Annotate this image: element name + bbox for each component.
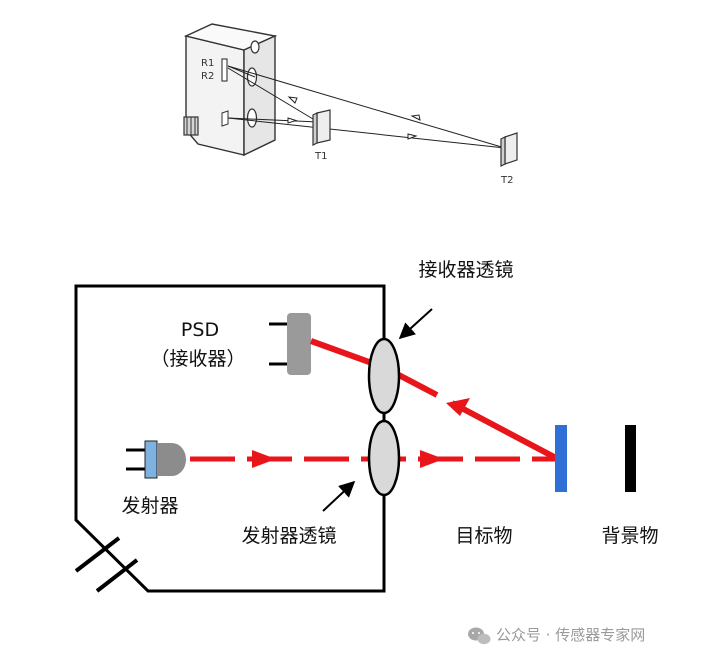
psd-receiver bbox=[269, 313, 311, 375]
label-target: 目标物 bbox=[455, 525, 512, 547]
label-background: 背景物 bbox=[601, 525, 658, 547]
led-emitter bbox=[126, 440, 187, 479]
emitter-lens bbox=[367, 419, 401, 497]
receiver-element-sketch bbox=[221, 58, 228, 82]
sensor-housing-front bbox=[185, 35, 245, 156]
label-receiver-lens: 接收器透镜 bbox=[418, 259, 513, 281]
label-psd-sub: （接收器） bbox=[150, 348, 245, 370]
sketch-optical-paths bbox=[227, 65, 506, 149]
sensor-housing-side bbox=[243, 34, 276, 157]
target-object bbox=[555, 425, 567, 492]
label-r2: R2 bbox=[201, 71, 214, 82]
label-t2: T2 bbox=[500, 175, 513, 186]
receiver-lens bbox=[367, 337, 401, 415]
reflector-t1 bbox=[312, 109, 331, 146]
emitted-beam-arrowhead bbox=[252, 450, 276, 468]
label-r1: R1 bbox=[201, 58, 214, 69]
main-triangulation-diagram: 接收器透镜 PSD （接收器） 发射器 发射器透镜 目标物 背景物 bbox=[74, 259, 659, 593]
wechat-icon bbox=[468, 627, 491, 645]
emitter-lens-pointer-arrow bbox=[322, 480, 356, 512]
label-t1: T1 bbox=[314, 151, 327, 162]
emitter-element-sketch bbox=[221, 110, 229, 127]
emitter-lens-sketch bbox=[246, 108, 258, 128]
label-emitter: 发射器 bbox=[121, 495, 178, 517]
watermark: 公众号 · 传感器专家网 bbox=[468, 626, 645, 645]
receiver-lens-sketch bbox=[246, 67, 258, 87]
watermark-text: 公众号 · 传感器专家网 bbox=[496, 626, 645, 644]
emitted-beam-arrowhead bbox=[420, 450, 444, 468]
reflected-beam-arrowhead bbox=[446, 398, 470, 416]
label-psd: PSD bbox=[181, 319, 219, 341]
sensor-housing-outline bbox=[74, 284, 386, 593]
sensor-cable bbox=[74, 536, 139, 593]
sensor-connector bbox=[183, 116, 199, 136]
receiver-lens-pointer-arrow bbox=[398, 308, 433, 340]
mounting-hole bbox=[250, 40, 260, 54]
top-isometric-sensor-sketch: R1 R2 T1 T2 bbox=[183, 23, 518, 186]
label-emitter-lens: 发射器透镜 bbox=[241, 525, 336, 547]
reflector-t2 bbox=[500, 132, 518, 167]
sketch-arrowheads bbox=[287, 96, 421, 140]
background-object bbox=[625, 425, 636, 492]
reflected-beam-segment bbox=[393, 370, 439, 398]
reflected-beam-segment bbox=[450, 400, 560, 462]
